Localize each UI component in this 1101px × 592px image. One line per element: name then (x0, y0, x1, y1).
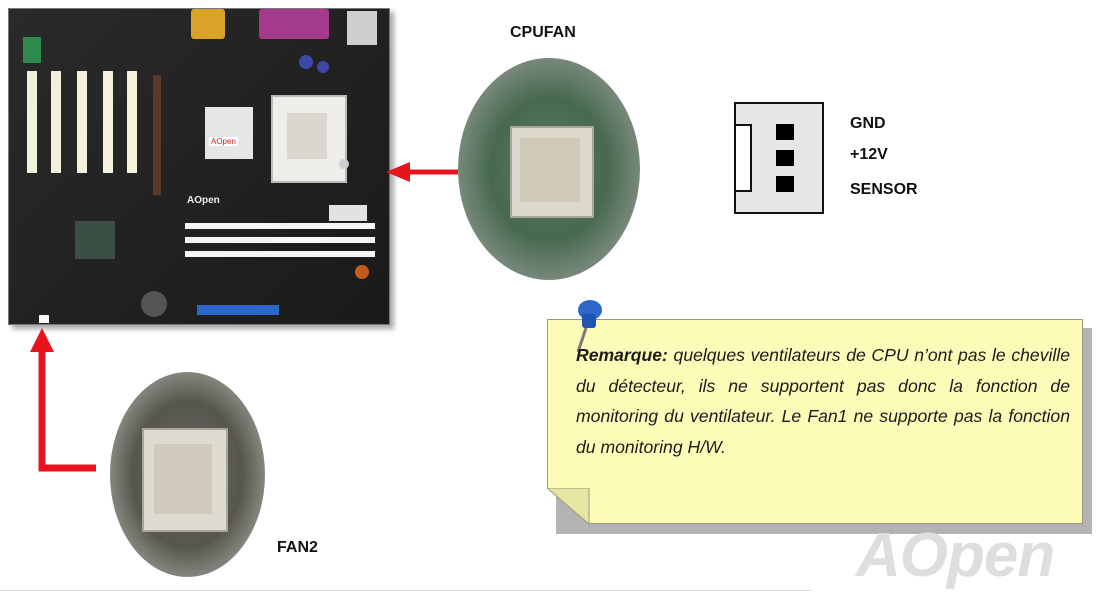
pin-label-sensor: SENSOR (850, 181, 918, 198)
aopen-logo: AOpen (856, 521, 1055, 590)
cpufan-arrow (386, 162, 458, 182)
pin-12v (776, 150, 794, 166)
pin-sensor (776, 176, 794, 192)
cpufan-connector-photo (458, 58, 640, 280)
note-heading: Remarque: (576, 345, 668, 365)
pin-label-12v: +12V (850, 146, 888, 163)
note-text: Remarque: quelques ventilateurs de CPU n… (576, 340, 1070, 462)
note-box (547, 319, 1083, 524)
note-body: quelques ventilateurs de CPU n’ont pas l… (576, 345, 1070, 457)
fan2-arrow (30, 328, 96, 472)
board-logo: AOpen (187, 195, 220, 206)
connector-key-notch (734, 124, 752, 192)
board-brand-label: AOpen (209, 137, 238, 146)
motherboard-image: AOpen AOpen (8, 8, 390, 325)
fan2-connector-photo (110, 372, 265, 577)
note-page-curl (547, 488, 590, 526)
fan2-connector-marker (39, 315, 49, 323)
pushpin-icon (576, 300, 602, 353)
pin-label-gnd: GND (850, 115, 886, 132)
footer-divider (0, 590, 812, 591)
cpufan-label: CPUFAN (510, 24, 576, 41)
fan2-label: FAN2 (277, 539, 318, 556)
pin-gnd (776, 124, 794, 140)
